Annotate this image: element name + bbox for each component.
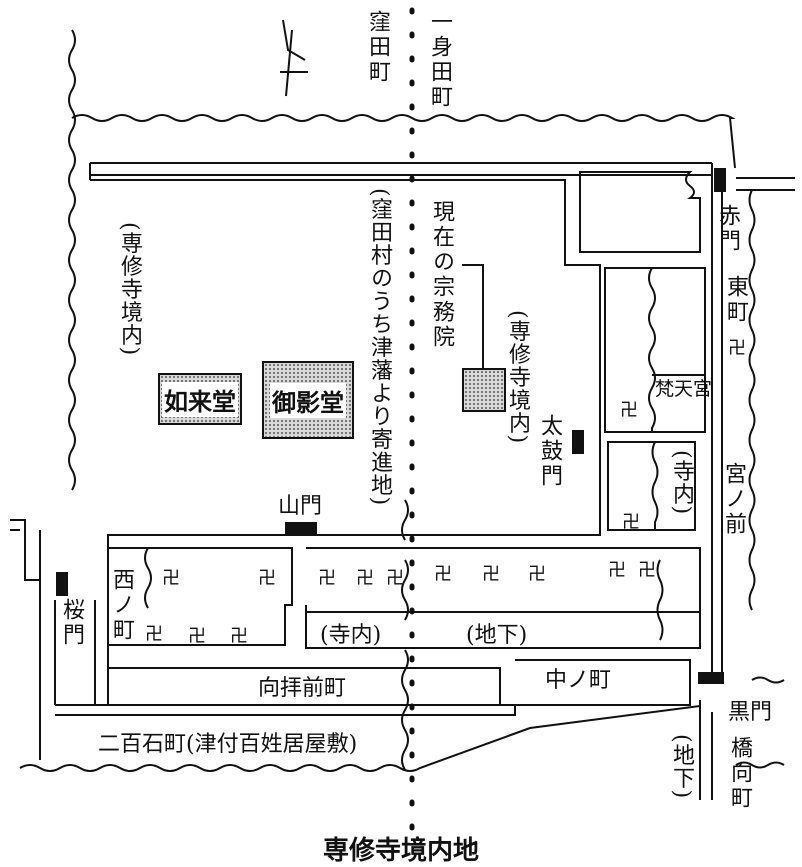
kuromon-label: 黒門: [728, 700, 773, 725]
nakano-machi-label: 中ノ町: [545, 668, 612, 693]
jige-label-2: (地下): [669, 734, 694, 800]
precinct-east-label: (専修寺境内): [505, 310, 530, 445]
goeido-building: 御影堂: [262, 361, 354, 439]
sanmon-gate-marker: [285, 522, 317, 536]
sakuramon-gate-marker: [56, 572, 68, 596]
temple-icon: 卍: [386, 568, 404, 589]
sanmon-label: 山門: [278, 494, 323, 519]
temple-icon: 卍: [258, 568, 276, 589]
nyoraido-label: 如来堂: [162, 381, 238, 417]
miyanomae-label: 宮ノ前: [721, 462, 746, 537]
temple-icon: 卍: [608, 560, 626, 581]
teranai-label-2: (寺内): [669, 450, 694, 516]
hashimuko-machi-label: 橋向町: [727, 736, 752, 811]
sakuramon-label: 桜門: [59, 598, 84, 648]
bontengu-label: 梵天宮: [655, 378, 713, 400]
temple-icon: 卍: [162, 568, 180, 589]
akamon-label: 赤門: [715, 204, 740, 254]
shumuin-text: 現在の宗務院: [429, 200, 454, 350]
temple-icon: 卍: [318, 568, 336, 589]
temple-icon: 卍: [528, 564, 546, 585]
temple-icon: 卍: [356, 568, 374, 589]
nihyakkoku-machi-label: 二百石町(津付百姓居屋敷): [98, 732, 358, 757]
precinct-west-label: (専修寺境内): [117, 222, 142, 357]
nyoraido-building: 如来堂: [158, 373, 242, 425]
higashi-machi-label: 東町: [723, 275, 748, 325]
goeido-label: 御影堂: [270, 382, 346, 418]
kuromon-gate-marker: [698, 672, 724, 684]
temple-icon: 卍: [188, 626, 206, 647]
precinct-wall: [89, 175, 601, 548]
temple-icon: 卍: [482, 564, 500, 585]
mukou-haizen-machi-label: 向拝前町: [258, 676, 347, 701]
jige-label-1: (地下): [466, 623, 528, 648]
boundary-south: [19, 705, 701, 772]
kubota-machi-label: 窪田町: [365, 10, 390, 85]
shumuin-building: [462, 368, 506, 412]
akamon-gate-marker: [714, 168, 726, 192]
temple-icon: 卍: [728, 338, 746, 359]
temple-icon: 卍: [145, 624, 163, 645]
teranai-label-1: (寺内): [320, 623, 382, 648]
temple-icon: 卍: [434, 564, 452, 585]
taikomon-gate-marker: [572, 430, 584, 454]
temple-icon: 卍: [230, 626, 248, 647]
temple-icon: 卍: [638, 560, 656, 581]
north-arrow-icon: [280, 19, 308, 97]
boundary-west: [68, 29, 76, 491]
taikomon-label: 太鼓門: [537, 414, 562, 489]
map-caption: 専修寺境内地: [322, 836, 479, 866]
temple-icon: 卍: [622, 512, 640, 533]
kubota-grant-label: (窪田村のうち津藩より寄進地): [367, 188, 392, 507]
temple-icon: 卍: [620, 400, 638, 421]
nishi-no-machi-label: 西ノ町: [109, 568, 134, 643]
boundary-east: [748, 189, 756, 611]
boundary-north: [71, 114, 736, 169]
isshinden-machi-label: 一身田町: [427, 10, 452, 110]
